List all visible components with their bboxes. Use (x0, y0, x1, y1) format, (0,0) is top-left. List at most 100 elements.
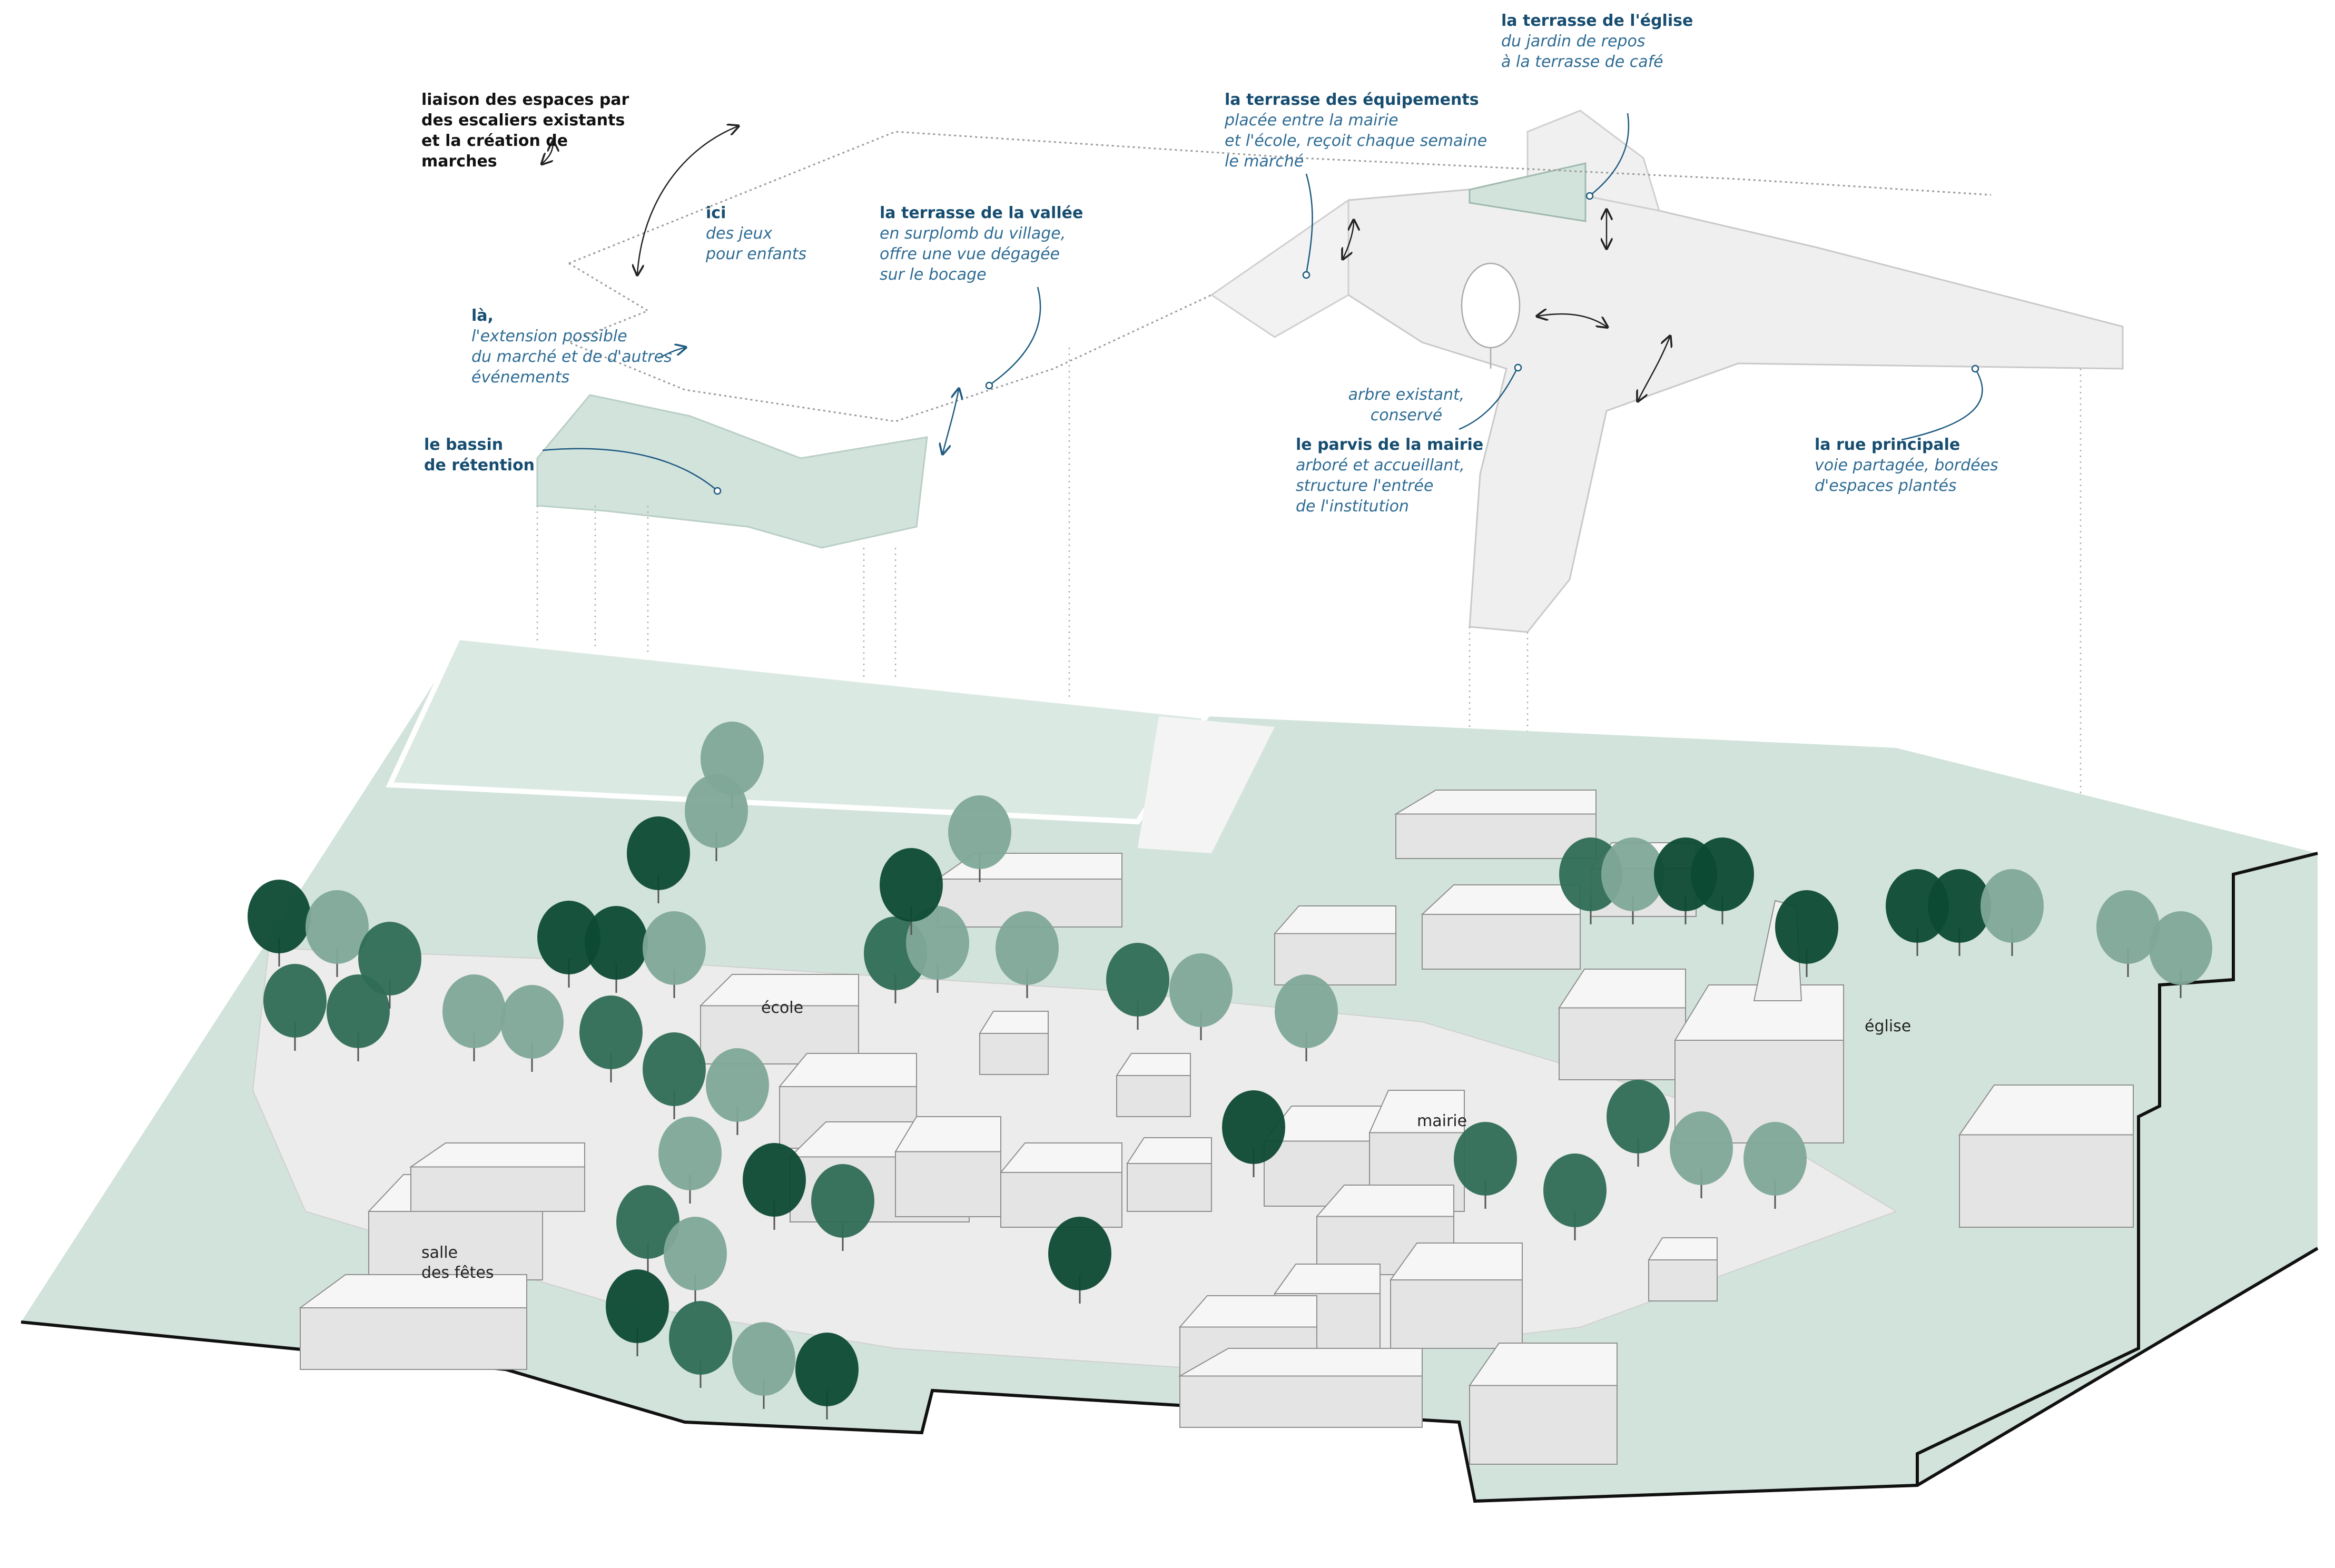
place-eglise: église (1865, 1017, 1912, 1036)
place-mairie: mairie (1417, 1112, 1467, 1130)
tree (327, 974, 390, 1061)
annotation-vallee: la terrasse de la vallée en surplomb du … (880, 203, 1101, 285)
tree (1106, 943, 1169, 1030)
annotation-title: la terrasse de la vallée (880, 204, 1083, 222)
annotation-pointers (542, 113, 1983, 495)
annotation-desc: en surplomb du village, offre une vue dé… (880, 224, 1066, 284)
building-block (1421, 884, 1581, 970)
tree (1743, 1122, 1807, 1209)
tree (669, 1301, 732, 1388)
tree (2096, 890, 2160, 977)
tree (1981, 869, 2044, 956)
annotation-title: le bassin de rétention (424, 436, 535, 475)
annotation-arbre: arbre existant, conservé (1327, 384, 1485, 426)
tree (358, 922, 421, 1009)
tree (606, 1269, 669, 1356)
building-block (894, 1116, 1001, 1217)
building-block (298, 1274, 527, 1370)
tree (2149, 911, 2212, 998)
annotation-title: là, (471, 307, 494, 325)
tree (1454, 1122, 1517, 1209)
place-ecole: école (761, 999, 804, 1017)
annotation-desc: des jeux pour enfants (706, 224, 807, 263)
connection-arrows (543, 126, 1670, 453)
annotation-desc: voie partagée, bordées d'espaces plantés (1815, 456, 1998, 495)
tree (996, 911, 1059, 998)
field-top (386, 634, 1211, 825)
annotation-title: ici (706, 204, 726, 222)
tree (1670, 1111, 1733, 1198)
building-block (699, 974, 859, 1064)
tree (643, 911, 706, 998)
building-block (1273, 905, 1396, 985)
upper-plan (536, 110, 2124, 633)
tree (442, 974, 506, 1061)
building-block (409, 1142, 585, 1212)
tree (643, 1032, 706, 1119)
buildings (298, 790, 2134, 1465)
trees (248, 722, 2212, 1419)
tree (1169, 953, 1233, 1040)
annotation-desc: arboré et accueillant, structure l'entré… (1296, 456, 1465, 516)
tree (579, 995, 643, 1082)
building-block (1126, 1137, 1212, 1212)
annotation-desc: arbre existant, conservé (1348, 386, 1465, 425)
tree (1275, 974, 1338, 1061)
annotation-title: liaison des espaces par des escaliers ex… (421, 91, 629, 171)
plaza-equipements (1210, 199, 1349, 338)
tree (811, 1164, 874, 1251)
annotation-title: la terrasse de l'église (1501, 12, 1693, 30)
annotation-eglise-terrasse: la terrasse de l'église du jardin de rep… (1501, 11, 1722, 72)
annotation-title: le parvis de la mairie (1296, 436, 1484, 454)
building-block (1648, 1237, 1718, 1301)
annotation-desc: l'extension possible du marché et de d'a… (471, 327, 672, 387)
building-block (1558, 969, 1686, 1080)
building-block (999, 1142, 1122, 1228)
annotation-jeux: ici des jeux pour enfants (706, 203, 843, 264)
tree (743, 1143, 806, 1230)
annotation-bassin: le bassin de rétention (424, 435, 556, 476)
annotation-title: la terrasse des équipements (1225, 91, 1479, 109)
building-block (1116, 1053, 1191, 1117)
tree (1607, 1080, 1670, 1167)
tree (880, 848, 943, 935)
annotation-rue: la rue principale voie partagée, bordées… (1815, 435, 2036, 496)
place-salle: salle des fêtes (421, 1244, 494, 1282)
tree (706, 1048, 769, 1135)
building-block (1469, 1343, 1618, 1465)
building-block (1178, 1348, 1423, 1428)
annotation-equipements: la terrasse des équipements placée entre… (1225, 90, 1520, 172)
plaza-main-street (1347, 183, 2124, 633)
tree (1775, 890, 1838, 977)
building-block (979, 1011, 1049, 1075)
tree (948, 795, 1011, 882)
tree (906, 906, 969, 993)
church-garden (1469, 162, 1587, 222)
tree (248, 880, 311, 967)
tree (537, 901, 600, 988)
tree (263, 964, 327, 1051)
tree (627, 816, 690, 903)
road-center (1138, 716, 1275, 853)
ground-edge-right (1916, 852, 2318, 1485)
existing-tree-outline (1461, 262, 1521, 369)
annotation-title: la rue principale (1815, 436, 1960, 454)
upper-outline (568, 131, 1992, 264)
annotation-desc: du jardin de repos à la terrasse de café (1501, 32, 1663, 71)
annotation-desc: placée entre la mairie et l'école, reçoi… (1225, 111, 1487, 171)
tree (664, 1217, 727, 1304)
ground-edge (21, 1247, 2319, 1503)
tree (1691, 837, 1754, 924)
tree (658, 1117, 722, 1204)
building-block (1390, 1242, 1523, 1349)
tree (306, 890, 369, 977)
building-block (1958, 1084, 2134, 1228)
tree (1543, 1153, 1607, 1240)
tree (585, 906, 648, 993)
tree (1222, 1090, 1285, 1177)
tree (1928, 869, 1991, 956)
tree (1601, 837, 1664, 924)
retention-basin (536, 394, 928, 549)
